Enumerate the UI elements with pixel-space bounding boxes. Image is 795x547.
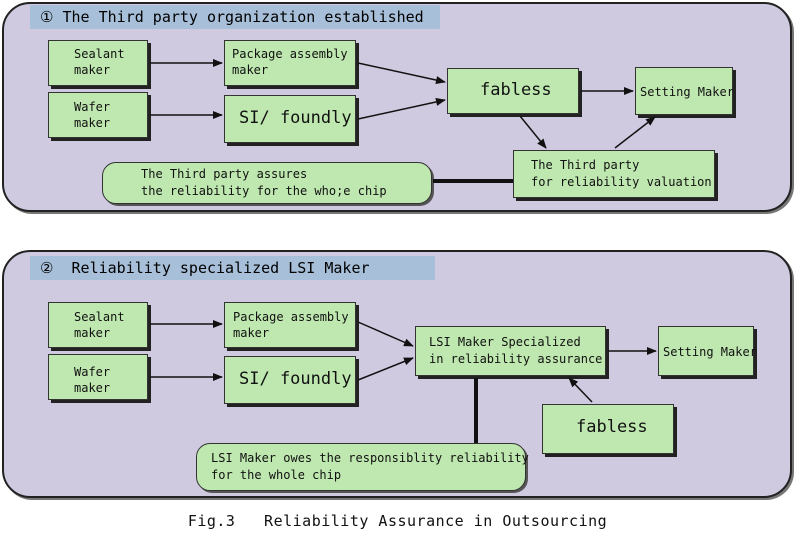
panel1-sealant-maker-box: Sealant maker: [48, 40, 148, 86]
panel1-sealant-line2: maker: [74, 63, 111, 77]
p2-arrow-fabless-lsi: [568, 377, 593, 403]
panel2-fabless-label: fabless: [576, 417, 648, 437]
panel1-wafer-maker-box: Wafer maker: [48, 92, 148, 138]
panel1-third-party-line1: The Third party: [531, 158, 640, 172]
panel1-third-party-box: The Third party for reliability valuatio…: [513, 150, 715, 198]
panel2-lsi-line2: in reliability assurance: [429, 352, 603, 366]
panel1-package-line2: maker: [232, 63, 269, 77]
panel1-fabless-label: fabless: [480, 80, 552, 100]
panel2-package-line2: maker: [233, 326, 270, 340]
panel1-setting-maker-box: Setting Maker: [635, 67, 734, 115]
panel2-sealant-line2: maker: [74, 326, 111, 340]
panel1-sealant-line1: Sealant: [74, 47, 125, 61]
panel2-si-label: SI/ foundly: [239, 369, 352, 389]
panel1-wafer-line2: maker: [74, 116, 111, 130]
panel1-si-label: SI/ foundly: [239, 108, 352, 128]
panel2-wafer-line2: maker: [74, 381, 111, 395]
panel1-setting-label: Setting Maker: [640, 85, 734, 99]
panel1-note-line1: The Third party assures: [141, 167, 308, 181]
panel1-third-party-line2: for reliability valuation: [531, 175, 712, 189]
panel2-wafer-maker-box: Wafer maker: [48, 354, 148, 400]
panel2-setting-label: Setting Maker: [663, 345, 757, 359]
panel1-package-assembly-box: Package assembly maker: [224, 40, 356, 86]
p1-arrow-si-fabless: [357, 98, 446, 120]
panel2-lsi-line1: LSI Maker Specialized: [429, 335, 581, 349]
panel2-package-line1: Package assembly: [233, 310, 349, 324]
panel2-si-foundly-box: SI/ foundly: [224, 356, 356, 404]
panel2-wafer-line1: Wafer: [74, 365, 111, 379]
panel1-note-box: The Third party assures the reliability …: [102, 162, 432, 204]
panel2-note-box: LSI Maker owes the responsiblity reliabi…: [196, 443, 529, 491]
p2-arrow-package-lsi: [357, 321, 414, 347]
p1-arrow-package-fabless: [357, 62, 446, 84]
panel1-package-line1: Package assembly: [232, 47, 348, 61]
p1-arrow-fabless-thirdparty: [519, 115, 547, 149]
panel2-title: ② Reliability specialized LSI Maker: [30, 256, 435, 280]
p2-arrow-si-lsi: [357, 357, 414, 381]
panel2-package-assembly-box: Package assembly maker: [224, 302, 356, 348]
panel1-fabless-box: fabless: [447, 68, 579, 114]
panel1-si-foundly-box: SI/ foundly: [224, 95, 356, 143]
panel2-note-line2: for the whole chip: [211, 468, 342, 482]
panel2-lsi-maker-box: LSI Maker Specialized in reliability ass…: [415, 326, 606, 376]
panel2-fabless-box: fabless: [542, 404, 674, 454]
panel1-title: ① The Third party organization establish…: [30, 5, 440, 29]
p1-arrow-thirdparty-setting: [614, 116, 656, 149]
panel2-sealant-maker-box: Sealant maker: [48, 302, 148, 348]
figure-caption: Fig.3 Reliability Assurance in Outsourci…: [187, 512, 608, 530]
panel2-setting-maker-box: Setting Maker: [658, 326, 757, 376]
panel2-note-line1: LSI Maker owes the responsiblity reliabi…: [211, 451, 529, 465]
panel1-wafer-line1: Wafer: [74, 100, 111, 114]
panel2-sealant-line1: Sealant: [74, 310, 125, 324]
panel1-note-line2: the reliability for the who;e chip: [141, 184, 387, 198]
